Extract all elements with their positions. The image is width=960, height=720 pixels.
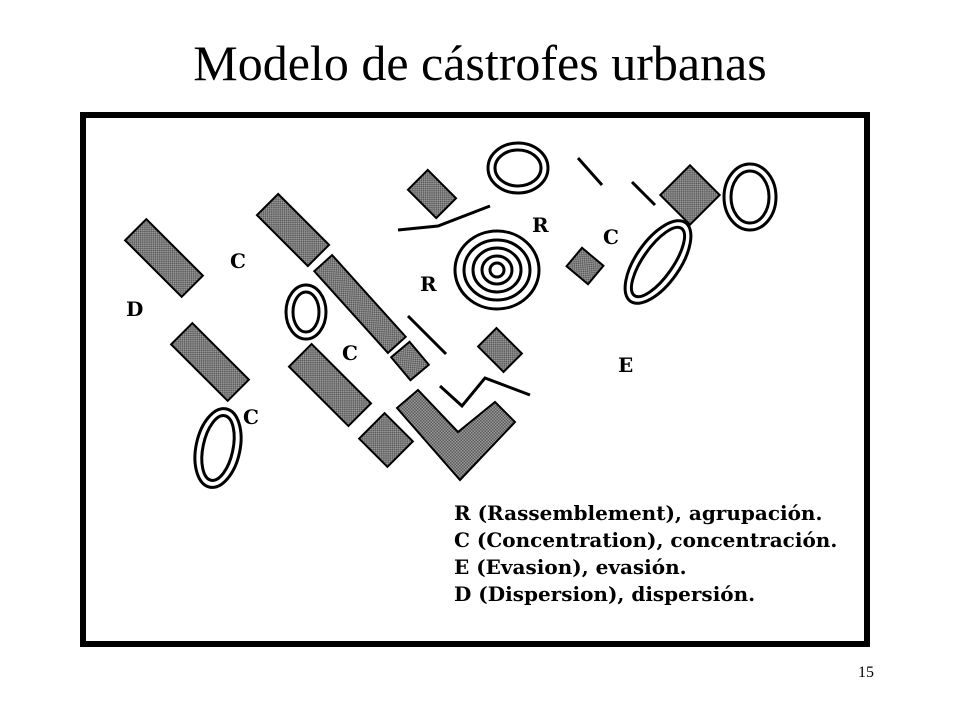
l-shaped-building [395, 388, 517, 482]
oval-ring [193, 407, 243, 489]
building-block [406, 168, 458, 220]
label-r-center: R [420, 272, 437, 296]
boundary-line [397, 204, 491, 232]
building-block [565, 246, 605, 286]
building-block [476, 326, 524, 374]
label-r-north: R [532, 213, 549, 237]
boundary-line [438, 376, 531, 409]
legend-item-d: D (Dispersion), dispersión. [454, 582, 756, 606]
slide-title: Modelo de cástrofes urbanas [193, 35, 767, 91]
boundary-line [576, 157, 604, 186]
legend: R (Rassemblement), agrupación. C (Concen… [454, 500, 837, 608]
building-block [389, 340, 431, 382]
building-block [123, 217, 205, 299]
legend-item-e: E (Evasion), evasión. [454, 555, 687, 579]
oval-ring [722, 162, 778, 232]
oval-ring [486, 141, 550, 195]
building-block [287, 342, 373, 428]
oval-ring [623, 219, 693, 305]
building-block [658, 163, 722, 227]
label-c-south: C [243, 405, 259, 429]
boundary-line [406, 314, 448, 356]
label-c-center: C [342, 341, 358, 365]
label-d: D [126, 297, 143, 321]
legend-item-r: R (Rassemblement), agrupación. [454, 501, 823, 525]
building-block [255, 192, 331, 268]
building-block [312, 253, 408, 355]
building-block [357, 411, 415, 469]
legend-item-c: C (Concentration), concentración. [454, 528, 838, 552]
oval-ring [284, 283, 328, 341]
label-c-east: C [603, 225, 619, 249]
concentric-rings [453, 229, 541, 311]
building-block [169, 321, 251, 403]
boundary-line [630, 180, 657, 207]
page-number: 15 [858, 664, 874, 681]
label-c-west: C [230, 249, 246, 273]
label-e: E [618, 353, 633, 377]
